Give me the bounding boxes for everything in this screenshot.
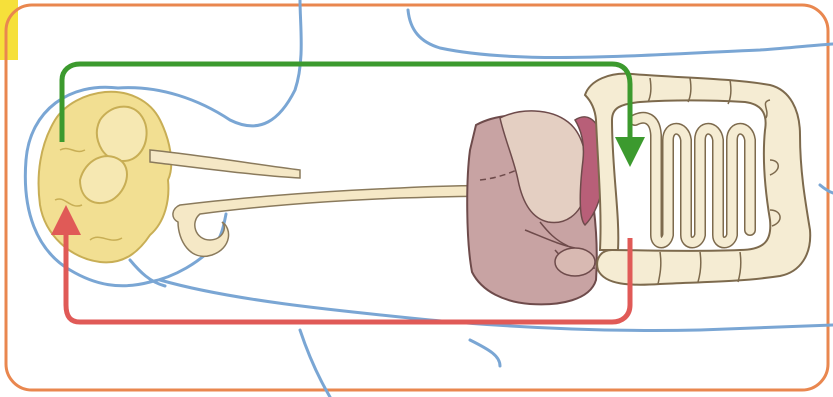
brain — [39, 92, 172, 263]
gallbladder — [555, 248, 595, 276]
nerve — [150, 150, 500, 256]
corner-tab — [0, 0, 18, 60]
